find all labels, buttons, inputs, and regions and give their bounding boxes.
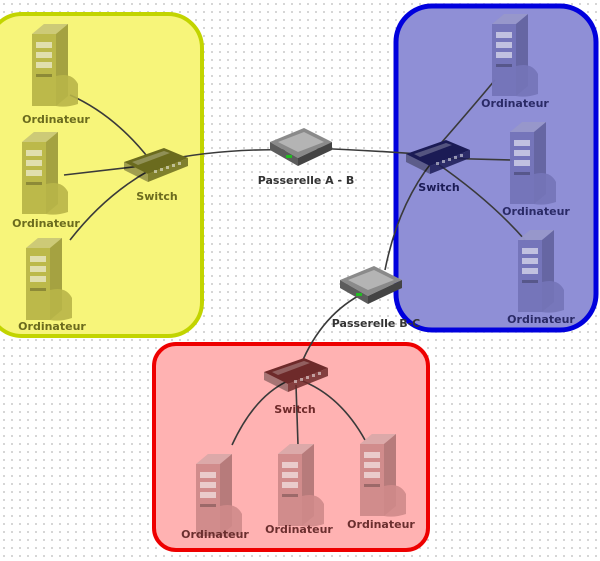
computer-label: Ordinateur bbox=[18, 320, 86, 333]
computer-icon bbox=[26, 238, 72, 321]
computer-label: Ordinateur bbox=[12, 217, 80, 230]
cable-a-computer-1 bbox=[69, 94, 151, 161]
cable-b-computer-3 bbox=[434, 161, 526, 241]
switch-icon bbox=[124, 148, 188, 182]
computer-icon bbox=[22, 132, 68, 215]
computer-icon bbox=[278, 444, 324, 527]
computer-label: Ordinateur bbox=[265, 523, 333, 536]
switch-label: Switch bbox=[136, 190, 177, 203]
computer-label: Ordinateur bbox=[22, 113, 90, 126]
gateway-bc-label: Passerelle B-C bbox=[332, 317, 420, 330]
cable-a-computer-3 bbox=[69, 169, 151, 241]
computer-icon bbox=[492, 14, 538, 97]
gateway-ab-icon bbox=[270, 128, 332, 166]
cable-c-computer-2 bbox=[295, 384, 299, 446]
computer-icon bbox=[196, 454, 242, 537]
gateway-bc-icon bbox=[340, 266, 402, 304]
switch-icon bbox=[264, 358, 328, 392]
cable-b-gateway-bc bbox=[384, 161, 433, 271]
switch-icon bbox=[406, 140, 470, 174]
switch-label: Switch bbox=[418, 181, 459, 194]
computer-icon bbox=[518, 230, 564, 313]
computer-label: Ordinateur bbox=[502, 205, 570, 218]
cable-c-computer-1 bbox=[231, 379, 291, 446]
computer-label: Ordinateur bbox=[347, 518, 415, 531]
computer-label: Ordinateur bbox=[507, 313, 575, 326]
gateway-ab-label: Passerelle A - B bbox=[258, 174, 355, 187]
computer-label: Ordinateur bbox=[481, 97, 549, 110]
computer-icon bbox=[32, 24, 78, 107]
computer-icon bbox=[510, 122, 556, 205]
computer-label: Ordinateur bbox=[181, 528, 249, 541]
switch-label: Switch bbox=[274, 403, 315, 416]
computer-icon bbox=[360, 434, 406, 517]
